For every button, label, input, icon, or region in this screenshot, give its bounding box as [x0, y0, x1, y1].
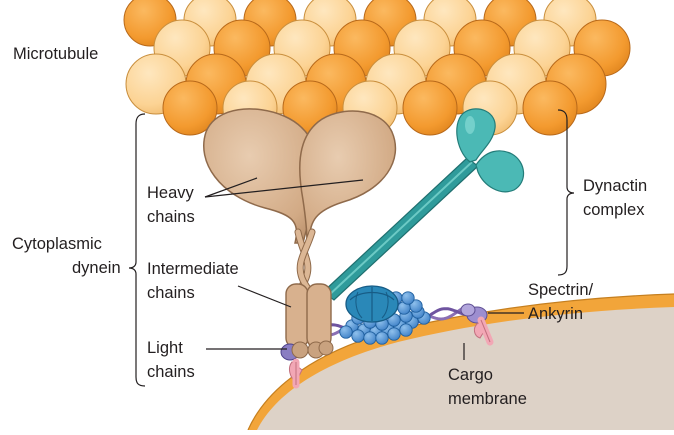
- label-dynactin-complex-line1: Dynactin: [583, 176, 647, 197]
- label-cargo-membrane-line2: membrane: [448, 389, 527, 410]
- label-light-chains-line2: chains: [147, 362, 195, 383]
- dynactin-shoulder: [346, 286, 398, 322]
- arp1-subunit: [402, 292, 414, 304]
- label-spectrin-ankyrin-line2: Ankyrin: [528, 304, 583, 325]
- arp1-subunit: [376, 332, 388, 344]
- intermediate-chain-right: [307, 284, 331, 348]
- alpha-tubulin-subunit: [523, 81, 577, 135]
- label-cytoplasmic-dynein-line2: dynein: [72, 258, 121, 279]
- label-microtubule: Microtubule: [13, 44, 98, 65]
- label-cargo-membrane-line1: Cargo: [448, 365, 493, 386]
- label-spectrin-ankyrin-line1: Spectrin/: [528, 280, 593, 301]
- intermediate-chain-left: [286, 284, 308, 348]
- label-intermediate-chains-line1: Intermediate: [147, 259, 239, 280]
- arp1-subunit: [364, 332, 376, 344]
- arp1-subunit: [352, 330, 364, 342]
- label-light-chains-line1: Light: [147, 338, 183, 359]
- arp1-subunit: [340, 326, 352, 338]
- label-dynactin-complex-line2: complex: [583, 200, 644, 221]
- label-cytoplasmic-dynein-line1: Cytoplasmic: [12, 234, 102, 255]
- label-intermediate-chains-line2: chains: [147, 283, 195, 304]
- alpha-tubulin-subunit: [403, 81, 457, 135]
- heavy-chain-right: [300, 111, 396, 243]
- label-heavy-chains-line1: Heavy: [147, 183, 194, 204]
- label-heavy-chains-line2: chains: [147, 207, 195, 228]
- arp1-subunit: [400, 324, 412, 336]
- arp1-subunit: [388, 328, 400, 340]
